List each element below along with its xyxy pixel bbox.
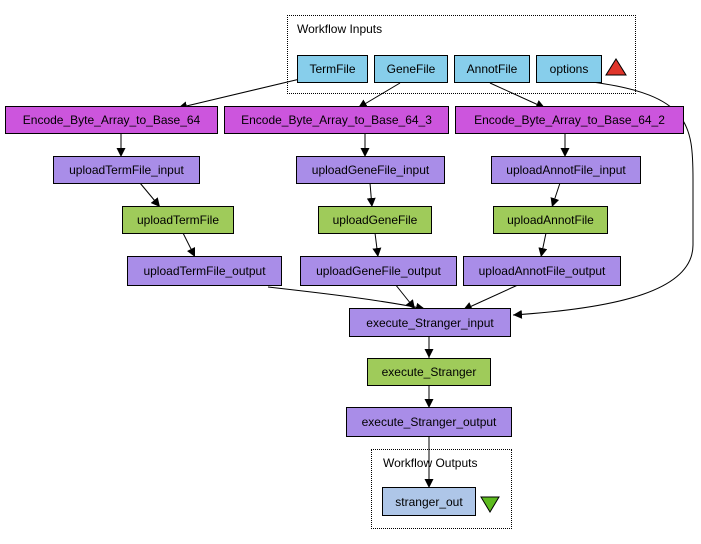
- encode-base64-2-node[interactable]: Encode_Byte_Array_to_Base_64_2: [455, 106, 684, 134]
- input-options-node[interactable]: options: [536, 55, 602, 83]
- execute-stranger-input-node[interactable]: execute_Stranger_input: [349, 308, 511, 337]
- edge-gene-input-upload: [366, 182, 376, 208]
- inputs-triangle-icon: [605, 58, 627, 76]
- upload-annotfile-node[interactable]: uploadAnnotFile: [493, 206, 608, 234]
- upload-genefile-input-node[interactable]: uploadGeneFile_input: [296, 156, 445, 184]
- edge-options-execute-input: [512, 81, 694, 319]
- execute-stranger-output-node[interactable]: execute_Stranger_output: [346, 407, 512, 437]
- encode-base64-node[interactable]: Encode_Byte_Array_to_Base_64: [5, 106, 218, 134]
- execute-stranger-node[interactable]: execute_Stranger: [367, 358, 491, 386]
- input-termfile-node[interactable]: TermFile: [297, 55, 368, 83]
- upload-annotfile-input-node[interactable]: uploadAnnotFile_input: [491, 156, 641, 184]
- edge-gene-output-execute: [394, 283, 416, 310]
- upload-genefile-output-node[interactable]: uploadGeneFile_output: [300, 256, 457, 286]
- edge-annot-upload-output: [538, 232, 548, 258]
- upload-annotfile-output-node[interactable]: uploadAnnotFile_output: [463, 256, 621, 286]
- edge-term-upload-output: [182, 232, 196, 258]
- upload-termfile-input-node[interactable]: uploadTermFile_input: [53, 156, 200, 184]
- edge-termfile-encode: [177, 78, 301, 111]
- workflow-inputs-label: Workflow Inputs: [297, 22, 383, 36]
- edge-annot-input-upload: [550, 182, 561, 208]
- edge-annotfile-encode2: [489, 82, 546, 109]
- upload-genefile-node[interactable]: uploadGeneFile: [318, 206, 432, 234]
- workflow-outputs-label: Workflow Outputs: [383, 456, 478, 470]
- stranger-out-node[interactable]: stranger_out: [382, 487, 476, 516]
- input-genefile-node[interactable]: GeneFile: [374, 55, 448, 83]
- workflow-inputs-cluster: [287, 15, 636, 94]
- outputs-triangle-icon: [480, 496, 500, 513]
- upload-termfile-output-node[interactable]: uploadTermFile_output: [127, 256, 282, 286]
- upload-termfile-node[interactable]: uploadTermFile: [122, 206, 234, 234]
- edge-term-output-execute: [267, 286, 426, 312]
- edge-annot-output-execute: [462, 283, 521, 311]
- edge-gene-upload-output: [372, 232, 382, 258]
- encode-base64-3-node[interactable]: Encode_Byte_Array_to_Base_64_3: [224, 106, 449, 134]
- edge-genefile-encode3: [357, 82, 401, 109]
- edge-term-input-upload: [139, 182, 161, 208]
- input-annotfile-node[interactable]: AnnotFile: [454, 55, 530, 83]
- workflow-outputs-cluster: [371, 449, 512, 529]
